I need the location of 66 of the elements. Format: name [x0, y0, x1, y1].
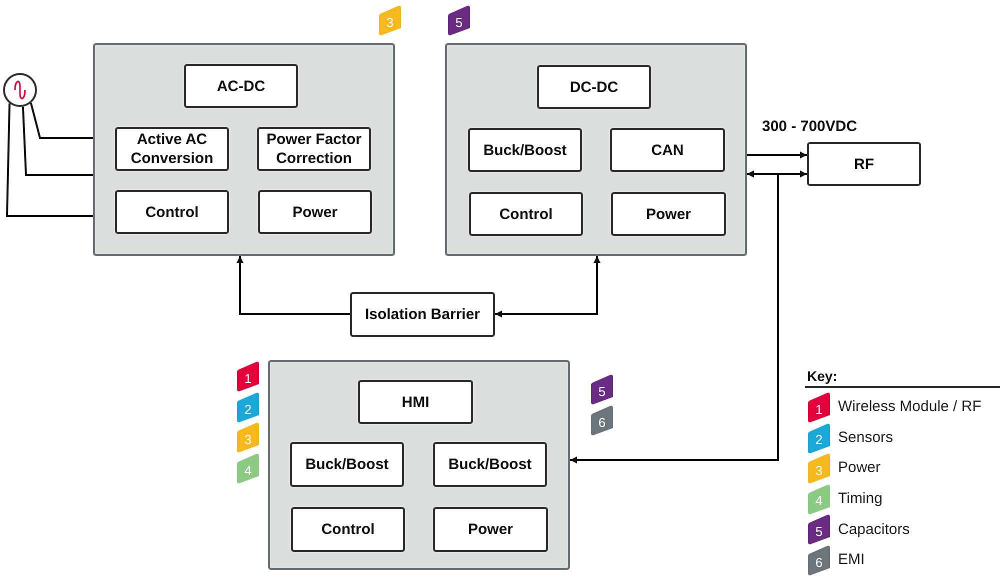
- box-label: CAN: [651, 140, 684, 160]
- component-box: [115, 127, 229, 171]
- component-box: [258, 190, 372, 234]
- block-panel: [445, 43, 747, 256]
- arrow: [495, 256, 600, 318]
- arrow: [570, 170, 779, 464]
- component-box: [291, 507, 405, 552]
- box-label: Power Factor Correction: [265, 130, 363, 168]
- component-box: [468, 128, 582, 172]
- box-label: Control: [499, 204, 553, 224]
- tag-number: 5: [455, 16, 463, 28]
- box-label: Control: [145, 202, 199, 222]
- legend-title: Key:: [807, 367, 838, 386]
- component-box: [611, 192, 726, 236]
- legend-label: Power: [838, 458, 881, 478]
- component-box: [537, 65, 651, 109]
- box-label: Power: [646, 204, 691, 224]
- component-box: [184, 64, 298, 108]
- component-box: [610, 128, 725, 172]
- tag-number: 5: [598, 384, 606, 398]
- component-box: [350, 292, 495, 337]
- component-box: [290, 442, 404, 487]
- box-label: Active AC Conversion: [130, 130, 214, 168]
- component-box: [257, 127, 371, 171]
- connector-line: [22, 106, 93, 176]
- box-label: DC-DC: [570, 78, 618, 96]
- tag-number: 4: [244, 464, 252, 476]
- tag-number: 3: [244, 432, 252, 446]
- box-label: Buck/Boost: [305, 455, 389, 474]
- component-box: [115, 190, 229, 234]
- block-panel: [93, 43, 395, 256]
- component-box: [433, 442, 547, 487]
- box-label: Isolation Barrier: [364, 305, 480, 324]
- tag-number: 3: [386, 16, 394, 28]
- box-label: Buck/Boost: [448, 455, 532, 474]
- arrow: [747, 152, 807, 158]
- component-box: [433, 507, 548, 552]
- tag-number: 6: [815, 556, 823, 568]
- box-label: HMI: [402, 392, 430, 412]
- tag-number: 2: [244, 402, 252, 416]
- legend-label: Capacitors: [838, 520, 910, 540]
- box-label: RF: [854, 154, 874, 174]
- box-label: Control: [321, 520, 375, 539]
- tag-number: 1: [244, 372, 252, 384]
- connector-line: [6, 103, 93, 217]
- box-label: AC-DC: [216, 76, 266, 96]
- box-label: Power: [468, 520, 513, 539]
- box-label: Power: [292, 202, 338, 222]
- arrow: [236, 256, 350, 315]
- legend-label: Wireless Module / RF: [838, 397, 982, 418]
- block-panel: [268, 360, 570, 570]
- component-box: [469, 192, 583, 236]
- tag-number: 5: [815, 524, 823, 538]
- box-label: Buck/Boost: [483, 140, 567, 160]
- legend-label: EMI: [838, 550, 865, 570]
- tag-number: 1: [815, 402, 823, 416]
- legend-label: Timing: [838, 489, 882, 510]
- component-box: [807, 142, 921, 186]
- edge-label: 300 - 700VDC: [762, 119, 858, 134]
- tag-number: 4: [815, 494, 823, 508]
- component-box: [358, 380, 473, 424]
- legend-label: Sensors: [838, 428, 894, 448]
- connector-line: [30, 102, 93, 139]
- tag-number: 6: [598, 416, 606, 428]
- tag-number: 2: [815, 433, 823, 446]
- tag-number: 3: [815, 464, 823, 477]
